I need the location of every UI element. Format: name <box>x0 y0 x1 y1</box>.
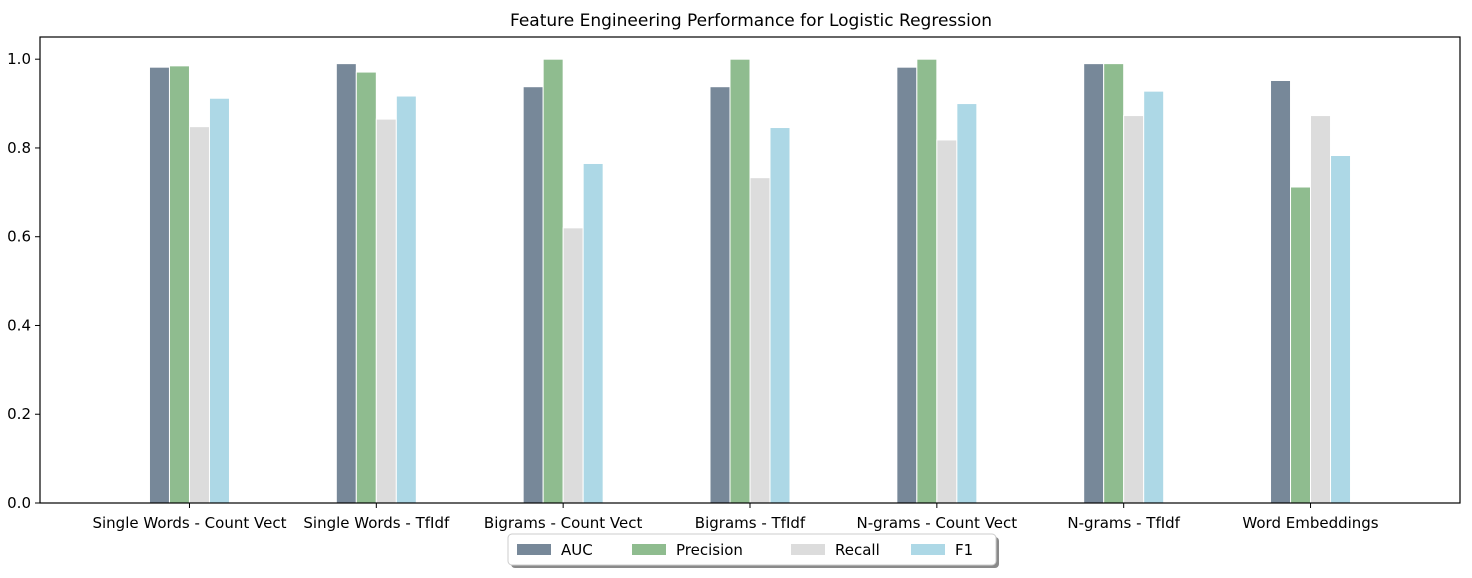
bar-precision <box>168 65 190 504</box>
bar-f1 <box>395 95 417 504</box>
bar-auc <box>335 63 357 504</box>
x-tick-label: Bigrams - Count Vect <box>484 514 643 532</box>
bar-f1 <box>582 162 604 504</box>
y-tick-label: 0.2 <box>7 405 31 423</box>
bar-auc <box>1083 63 1105 504</box>
x-axis: Single Words - Count Vect Single Words - … <box>92 503 1379 532</box>
x-tick-label: Single Words - TfIdf <box>303 514 450 532</box>
bar-recall <box>749 177 771 504</box>
chart-title: Feature Engineering Performance for Logi… <box>510 11 992 31</box>
bar-recall <box>1310 115 1332 504</box>
bar-auc <box>1270 79 1292 504</box>
y-tick-label: 0.4 <box>7 316 31 334</box>
bar-auc <box>896 66 918 504</box>
legend-box <box>507 533 997 566</box>
x-tick-label: N-grams - Count Vect <box>857 514 1018 532</box>
bar-auc <box>709 86 731 504</box>
legend-label-f1: F1 <box>955 541 973 559</box>
bar-f1 <box>1143 90 1165 504</box>
legend: AUC Precision Recall F1 <box>507 533 999 568</box>
legend-label-precision: Precision <box>676 541 743 559</box>
bar-precision <box>916 58 938 504</box>
y-tick-label: 0.8 <box>7 139 31 157</box>
x-tick-label: N-grams - TfIdf <box>1067 514 1180 532</box>
bar-f1 <box>769 127 791 504</box>
legend-swatch-precision <box>632 544 666 555</box>
bar-precision <box>542 58 564 504</box>
bar-recall <box>562 227 584 504</box>
bar-f1 <box>956 103 978 504</box>
bar-precision <box>355 71 377 504</box>
legend-swatch-auc <box>517 544 551 555</box>
bar-recall <box>936 139 958 504</box>
legend-swatch-recall <box>791 544 825 555</box>
y-tick-label: 1.0 <box>7 50 31 68</box>
bar-recall <box>1123 115 1145 504</box>
y-tick-label: 0.0 <box>7 494 31 512</box>
bar-f1 <box>208 97 230 504</box>
x-tick-label: Word Embeddings <box>1242 514 1378 532</box>
bar-precision <box>1103 63 1125 504</box>
bar-auc <box>148 66 170 504</box>
y-axis: 0.0 0.2 0.4 0.6 0.8 1.0 <box>7 50 40 512</box>
legend-swatch-f1 <box>911 544 945 555</box>
bar-recall <box>375 118 397 504</box>
bars-group <box>148 58 1352 504</box>
bar-f1 <box>1330 154 1352 504</box>
x-tick-label: Single Words - Count Vect <box>92 514 286 532</box>
x-tick-label: Bigrams - TfIdf <box>695 514 806 532</box>
bar-precision <box>729 58 751 504</box>
y-tick-label: 0.6 <box>7 228 31 246</box>
legend-label-auc: AUC <box>561 541 593 559</box>
legend-label-recall: Recall <box>835 541 880 559</box>
bar-auc <box>522 86 544 504</box>
bar-precision <box>1290 186 1312 504</box>
bar-recall <box>188 126 210 504</box>
